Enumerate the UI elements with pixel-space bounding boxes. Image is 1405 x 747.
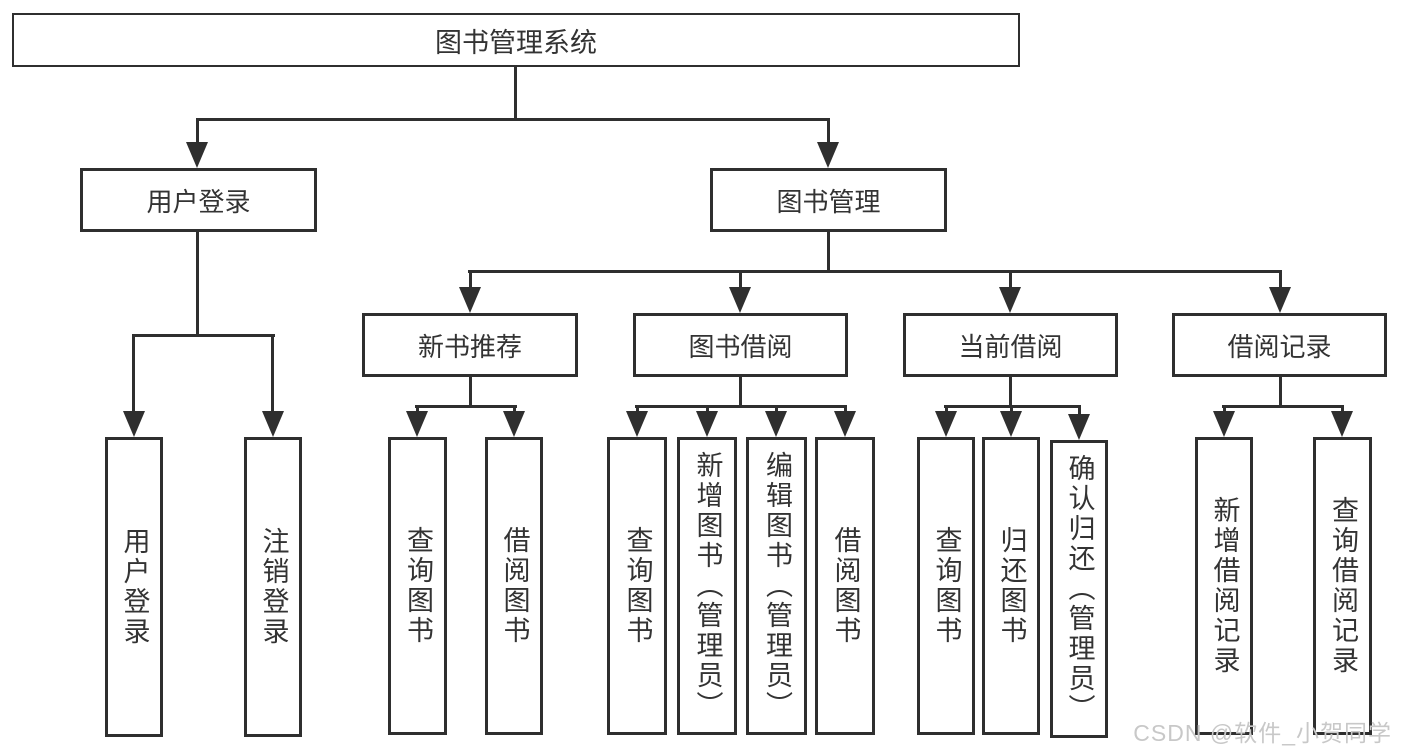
- connector: [468, 270, 1282, 273]
- node-book-borrowing: 图书借阅: [633, 313, 848, 377]
- arrowhead: [626, 411, 648, 437]
- arrowhead: [1269, 287, 1291, 313]
- connector: [739, 377, 742, 407]
- connector: [945, 405, 948, 414]
- leaf-borrow-books: 借阅图书: [485, 437, 543, 735]
- connector: [827, 118, 830, 146]
- connector: [132, 334, 275, 337]
- connector: [469, 377, 472, 407]
- leaf-add-book-admin: 新增图书（管理员）: [677, 437, 737, 735]
- arrowhead: [696, 411, 718, 437]
- connector: [132, 334, 135, 414]
- connector: [1078, 405, 1081, 417]
- leaf-add-borrow-record: 新增借阅记录: [1195, 437, 1253, 735]
- node-borrowing-records: 借阅记录: [1172, 313, 1387, 377]
- node-user-login: 用户登录: [80, 168, 317, 232]
- leaf-query-books: 查询图书: [388, 437, 447, 735]
- connector: [775, 405, 778, 414]
- arrowhead: [999, 287, 1021, 313]
- connector: [1009, 377, 1012, 407]
- arrowhead: [1000, 411, 1022, 437]
- connector: [706, 405, 709, 414]
- leaf-edit-book-admin: 编辑图书（管理员）: [746, 437, 807, 735]
- node-root: 图书管理系统: [12, 13, 1020, 67]
- leaf-query-books: 查询图书: [917, 437, 975, 735]
- arrowhead: [186, 142, 208, 168]
- arrowhead: [1068, 414, 1090, 440]
- leaf-confirm-return-admin: 确认归还（管理员）: [1050, 440, 1108, 738]
- arrowhead: [935, 411, 957, 437]
- connector: [635, 405, 847, 408]
- connector: [196, 232, 199, 337]
- arrowhead: [459, 287, 481, 313]
- node-new-book-recommendation: 新书推荐: [362, 313, 578, 377]
- connector: [1009, 270, 1012, 290]
- connector: [513, 405, 516, 414]
- connector: [469, 270, 472, 290]
- leaf-user-login: 用户登录: [105, 437, 163, 737]
- connector: [271, 334, 274, 414]
- connector: [416, 405, 419, 414]
- connector: [844, 405, 847, 414]
- arrowhead: [406, 411, 428, 437]
- arrowhead: [1213, 411, 1235, 437]
- arrowhead: [765, 411, 787, 437]
- leaf-query-borrow-record: 查询借阅记录: [1313, 437, 1372, 735]
- leaf-borrow-books: 借阅图书: [815, 437, 875, 735]
- connector: [1222, 405, 1344, 408]
- connector: [514, 67, 517, 120]
- node-current-borrowing: 当前借阅: [903, 313, 1118, 377]
- connector: [415, 405, 517, 408]
- leaf-return-book: 归还图书: [982, 437, 1040, 735]
- connector: [196, 118, 199, 146]
- leaf-query-books: 查询图书: [607, 437, 667, 735]
- connector: [636, 405, 639, 414]
- arrowhead: [503, 411, 525, 437]
- arrowhead: [1331, 411, 1353, 437]
- connector: [739, 270, 742, 290]
- connector: [827, 232, 830, 273]
- connector: [1279, 377, 1282, 407]
- arrowhead: [834, 411, 856, 437]
- connector: [196, 118, 830, 121]
- arrowhead: [729, 287, 751, 313]
- node-book-management: 图书管理: [710, 168, 947, 232]
- connector: [1341, 405, 1344, 414]
- leaf-logout: 注销登录: [244, 437, 302, 737]
- connector: [1279, 270, 1282, 290]
- arrowhead: [817, 142, 839, 168]
- connector: [1223, 405, 1226, 414]
- arrowhead: [262, 411, 284, 437]
- connector: [1010, 405, 1013, 414]
- arrowhead: [123, 411, 145, 437]
- watermark: CSDN @软件_小贺同学: [1133, 720, 1392, 746]
